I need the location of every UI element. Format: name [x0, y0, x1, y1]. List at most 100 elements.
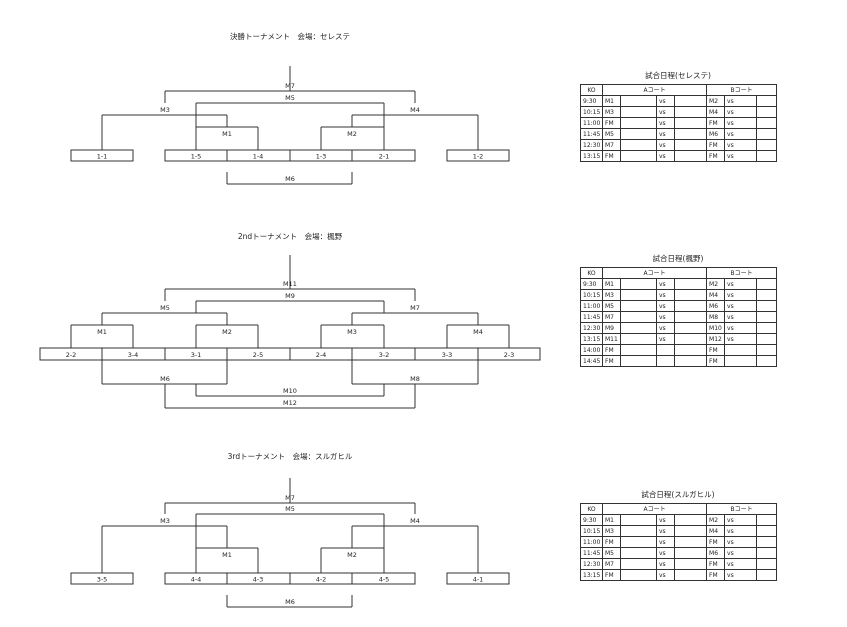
schedule-cell: vs — [656, 547, 675, 559]
schedule-cell: FM — [706, 558, 726, 570]
schedule-cell: FM — [706, 344, 726, 356]
schedule-cell: vs — [656, 322, 675, 334]
schedule-cell: vs — [724, 117, 758, 129]
schedule-cell: vs — [724, 106, 758, 118]
schedule-cell: vs — [656, 569, 675, 581]
match-label: M11 — [283, 280, 297, 288]
schedule-cell — [756, 536, 778, 548]
schedule-cell: M3 — [602, 106, 621, 118]
match-label: M3 — [160, 517, 170, 525]
schedule-cell: M4 — [706, 525, 726, 537]
schedule-cell — [673, 278, 708, 290]
schedule-cell — [756, 322, 778, 334]
schedule-cell: vs — [656, 300, 675, 312]
schedule-cell: M7 — [602, 139, 621, 151]
schedule-cell — [673, 344, 708, 356]
schedule-cell: FM — [602, 536, 621, 548]
team-slot: 4-2 — [316, 576, 327, 584]
schedule-cell — [673, 569, 708, 581]
schedule-cell: M1 — [602, 278, 621, 290]
schedule-cell: 9:30 — [580, 95, 603, 107]
schedule-cell: vs — [656, 536, 675, 548]
schedule-cell — [620, 322, 657, 334]
schedule-cell: vs — [724, 289, 758, 301]
schedule-cell: 10:15 — [580, 525, 603, 537]
schedule-title: 試合日程(セレステ) — [645, 71, 711, 80]
schedule-cell — [673, 117, 708, 129]
team-slot: 1-2 — [473, 153, 484, 161]
bracket-slot-box — [446, 149, 510, 162]
schedule-cell: Bコート — [706, 503, 778, 515]
schedule-cell: M9 — [602, 322, 621, 334]
schedule-cell — [620, 150, 657, 162]
schedule-cell: Aコート — [601, 84, 708, 96]
team-slot: 1-5 — [191, 153, 202, 161]
schedule-cell: vs — [724, 536, 758, 548]
team-slot: 2-5 — [253, 351, 264, 359]
schedule-cell — [620, 139, 657, 151]
schedule-cell — [756, 355, 778, 367]
schedule-cell — [673, 300, 708, 312]
bracket-title: 決勝トーナメント 会場：セレステ — [230, 31, 350, 41]
schedule-cell — [756, 333, 778, 345]
team-slot: 3-2 — [379, 351, 390, 359]
schedule-cell: KO — [580, 84, 603, 96]
schedule-cell: vs — [656, 278, 675, 290]
bracket-slot-box — [70, 572, 134, 585]
schedule-cell: vs — [724, 569, 758, 581]
schedule-cell: vs — [724, 278, 758, 290]
match-label: M1 — [97, 328, 107, 336]
schedule-cell: vs — [656, 333, 675, 345]
schedule-cell: 14:45 — [580, 355, 603, 367]
schedule-cell: FM — [706, 150, 726, 162]
schedule-cell — [620, 289, 657, 301]
schedule-cell: M6 — [706, 300, 726, 312]
schedule-cell: vs — [656, 311, 675, 323]
match-label: M2 — [347, 130, 357, 138]
match-label: M1 — [222, 551, 232, 559]
schedule-cell — [620, 300, 657, 312]
schedule-cell — [620, 95, 657, 107]
schedule-title: 試合日程(スルガヒル) — [641, 490, 715, 499]
schedule-cell: FM — [706, 117, 726, 129]
schedule-cell: Aコート — [601, 503, 708, 515]
schedule-cell: M8 — [706, 311, 726, 323]
schedule-cell: Bコート — [706, 267, 778, 279]
schedule-cell — [756, 278, 778, 290]
schedule-cell: 13:15 — [580, 569, 603, 581]
schedule-cell — [620, 547, 657, 559]
schedule-cell — [673, 547, 708, 559]
schedule-cell: M2 — [706, 278, 726, 290]
schedule-cell: vs — [656, 117, 675, 129]
schedule-cell — [756, 558, 778, 570]
schedule-cell: 9:30 — [580, 278, 603, 290]
team-slot: 3-4 — [128, 351, 139, 359]
schedule-cell — [756, 569, 778, 581]
schedule-cell: FM — [706, 536, 726, 548]
schedule-cell: vs — [724, 558, 758, 570]
schedule-cell: vs — [724, 525, 758, 537]
schedule-title: 試合日程(楓野) — [652, 254, 704, 263]
schedule-cell: vs — [724, 150, 758, 162]
schedule-cell: vs — [656, 558, 675, 570]
schedule-cell: vs — [724, 333, 758, 345]
match-label: M2 — [347, 551, 357, 559]
schedule-cell: 13:15 — [580, 150, 603, 162]
schedule-cell: 11:00 — [580, 300, 603, 312]
schedule-cell — [620, 128, 657, 140]
schedule-cell — [656, 355, 675, 367]
